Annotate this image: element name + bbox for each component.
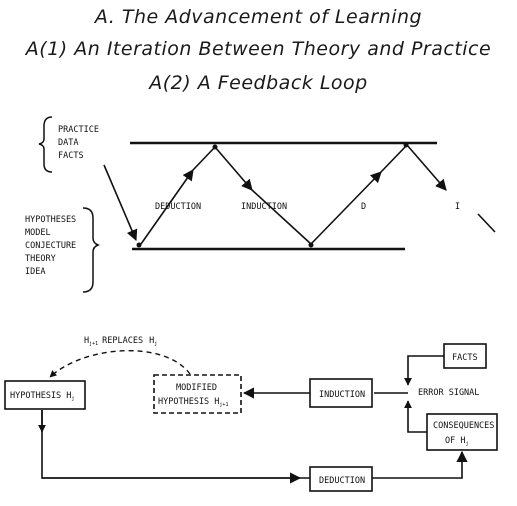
induction-label: INDUCTION <box>241 202 287 212</box>
practice-label: PRACTICE <box>58 125 99 135</box>
node-dot <box>403 142 409 148</box>
d-label: D <box>361 202 366 212</box>
replaces-dashed-arrow <box>49 350 191 378</box>
deduction-box <box>309 466 373 492</box>
practice-to-theory-arrow <box>103 164 138 242</box>
facts-to-error-arrow <box>404 355 444 386</box>
induction-box-label: INDUCTION <box>319 390 365 400</box>
facts-label: FACTS <box>58 151 84 161</box>
title-line-3: A(2) A Feedback Loop <box>149 72 368 94</box>
facts-box-label: FACTS <box>452 353 478 363</box>
zigzag-line-2 <box>214 146 253 191</box>
model-label: MODEL <box>25 228 51 238</box>
hypotheses-label: HYPOTHESES <box>25 215 76 225</box>
top-diagram: PRACTICE DATA FACTS HYPOTHESES MODEL CON… <box>25 116 496 293</box>
error-signal-label: ERROR SIGNAL <box>418 388 479 398</box>
deduction-to-consequences-arrow <box>372 450 468 479</box>
title-line-1: A. The Advancement of Learning <box>94 6 423 28</box>
zigzag-line-5 <box>406 144 447 191</box>
idea-label: IDEA <box>25 267 45 277</box>
theory-label: THEORY <box>25 254 56 264</box>
facts-box <box>443 343 487 369</box>
consequences-label-line1: CONSEQUENCES <box>433 421 494 431</box>
data-label: DATA <box>58 138 78 148</box>
practice-brace <box>38 116 53 173</box>
induction-box <box>309 378 373 408</box>
consequences-label-line2: OF Hj <box>445 436 469 447</box>
modified-hypothesis-box <box>153 374 242 414</box>
hypothesis-to-deduction-line <box>41 410 310 479</box>
node-dot <box>212 144 218 150</box>
node-dot <box>308 242 314 248</box>
zigzag-line-3 <box>310 171 382 245</box>
zigzag-line-1 <box>192 146 216 171</box>
consequences-box <box>426 413 498 451</box>
zigzag-line-4 <box>380 144 408 173</box>
modified-label-line2: HYPOTHESIS Hj+1 <box>158 397 228 408</box>
induction-arrow <box>251 189 312 245</box>
i-label: I <box>455 202 460 212</box>
deduction-arrow <box>140 169 194 245</box>
hypothesis-box <box>4 380 86 410</box>
deduction-box-label: DEDUCTION <box>319 476 365 486</box>
consequences-to-error-arrow <box>404 400 427 433</box>
deduction-label: DEDUCTION <box>155 202 201 212</box>
hypothesis-label: HYPOTHESIS Hj <box>10 391 74 402</box>
node-dot <box>136 242 142 248</box>
theory-brace <box>82 207 101 293</box>
conjecture-label: CONJECTURE <box>25 241 76 251</box>
modified-label-line1: MODIFIED <box>176 383 217 393</box>
title-line-2: A(1) An Iteration Between Theory and Pra… <box>25 38 492 60</box>
zigzag-dash <box>477 213 496 233</box>
